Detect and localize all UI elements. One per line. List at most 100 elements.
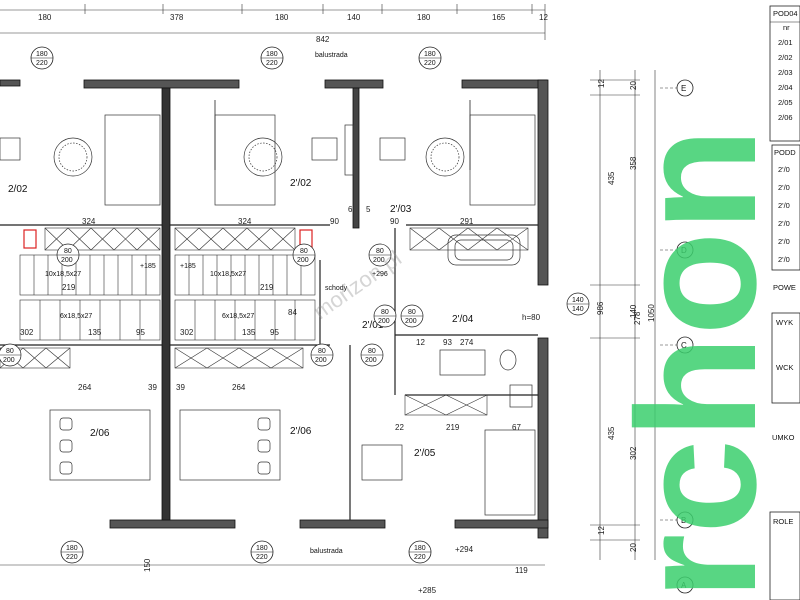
dim-right-140: 140: [629, 304, 638, 318]
dim-135-mid: 135: [242, 328, 256, 337]
dim-84: 84: [288, 308, 297, 317]
table2-row-0: 2'/0: [778, 165, 790, 174]
dim-274: 274: [460, 338, 474, 347]
room-2p-05: 2'/05: [414, 448, 436, 459]
window-tag-1-top: 180: [36, 51, 48, 58]
svg-text:200: 200: [61, 257, 73, 264]
table2-row-1: 2'/0: [778, 183, 790, 192]
svg-text:220: 220: [66, 554, 78, 561]
dim-67: 67: [512, 423, 521, 432]
wardrobes: [0, 227, 529, 416]
window-tag-3-bottom: 220: [424, 60, 436, 67]
room-2p-02: 2'/02: [290, 178, 312, 189]
legend-wck: WCK: [776, 363, 794, 372]
furniture: [0, 114, 536, 516]
svg-text:80: 80: [368, 348, 376, 355]
window-tags-top: 180 220 180 220 180 220 balustrada: [30, 46, 442, 70]
dim-219-right: 219: [446, 423, 460, 432]
bed-top-right: [469, 114, 536, 206]
bed-bottom-middle: [179, 409, 281, 481]
window-tag-2-bottom: 220: [266, 60, 278, 67]
window-tag-2-top: 180: [266, 51, 278, 58]
dim-right-358: 358: [629, 156, 638, 170]
dim-12: 12: [416, 338, 425, 347]
axis-D: D: [681, 246, 687, 255]
balustrade-label-bottom: balustrada: [310, 548, 343, 555]
table-row-0: nr: [783, 23, 790, 32]
dim-top-7: 12: [539, 13, 548, 22]
stair-level-2: +185: [180, 263, 196, 270]
svg-text:220: 220: [256, 554, 268, 561]
top-dimension-chain: 180 378 180 140 180 165 12 842: [0, 4, 548, 44]
dim-right-20-bottom: 20: [629, 543, 638, 552]
bed-top-middle: [214, 114, 276, 206]
level-294: +294: [455, 545, 474, 554]
svg-text:200: 200: [405, 318, 417, 325]
dim-219-left: 219: [62, 283, 76, 292]
dim-219-mid: 219: [260, 283, 274, 292]
table-row-6: 2/06: [778, 113, 793, 122]
red-marker-left: [23, 229, 37, 249]
room-2-06: 2/06: [90, 428, 110, 439]
dim-119: 119: [515, 566, 528, 575]
legend-wyk: WYK: [776, 318, 793, 327]
dim-top-6: 165: [492, 13, 506, 22]
svg-text:80: 80: [376, 248, 384, 255]
dim-5: 5: [366, 205, 371, 214]
dim-324-mid: 324: [238, 217, 252, 226]
window-tag-3-top: 180: [424, 51, 436, 58]
table2-row-4: 2'/0: [778, 237, 790, 246]
svg-text:180: 180: [414, 545, 426, 552]
bathtub: [447, 234, 521, 266]
stair-label-1: 10x18,5x27: [45, 271, 81, 278]
dim-right-435-top: 435: [607, 171, 616, 185]
svg-text:80: 80: [408, 309, 416, 316]
axis-C: C: [681, 341, 687, 350]
svg-text:140: 140: [572, 306, 584, 313]
svg-text:220: 220: [414, 554, 426, 561]
dim-90-a: 90: [330, 217, 339, 226]
stair-level-3: +296: [372, 271, 388, 278]
dim-right-1050: 1050: [647, 304, 656, 322]
dim-top-4: 140: [347, 13, 361, 22]
table-header: POD04: [773, 9, 798, 18]
dim-90-b: 90: [390, 217, 399, 226]
washbasin: [439, 349, 486, 376]
dim-right-278: 278: [633, 311, 642, 325]
stair-label-4: 6x18,5x27: [222, 313, 254, 320]
table2-header: PODD: [774, 148, 796, 157]
room-2p-06: 2'/06: [290, 426, 312, 437]
table-row-1: 2/01: [778, 38, 793, 47]
stairs: [19, 254, 316, 341]
legend-umk: UMKO: [772, 433, 795, 442]
washing-machine: [509, 384, 533, 408]
stair-label-2: 10x18,5x27: [210, 271, 246, 278]
dim-302-left: 302: [20, 328, 34, 337]
room-2p-03: 2'/03: [390, 204, 412, 215]
svg-text:200: 200: [373, 257, 385, 264]
stair-labels: 10x18,5x27 10x18,5x27 6x18,5x27 6x18,5x2…: [45, 263, 388, 320]
dim-top-3: 180: [275, 13, 289, 22]
svg-text:80: 80: [318, 348, 326, 355]
dim-right-12-top: 12: [597, 79, 606, 88]
legend-pow: POWE: [773, 283, 796, 292]
legend-rol: ROLE: [773, 517, 793, 526]
dim-264-left: 264: [78, 383, 92, 392]
table-row-4: 2/04: [778, 83, 793, 92]
dim-top-5: 180: [417, 13, 431, 22]
axis-B: B: [681, 516, 686, 525]
dim-total: 842: [316, 35, 330, 44]
svg-text:80: 80: [381, 309, 389, 316]
dim-22: 22: [395, 423, 404, 432]
table-row-3: 2/03: [778, 68, 793, 77]
svg-text:80: 80: [64, 248, 72, 255]
svg-text:200: 200: [378, 318, 390, 325]
stair-level-1: +185: [140, 263, 156, 270]
dim-right-435-bottom: 435: [607, 426, 616, 440]
outer-walls: [0, 79, 549, 539]
svg-text:80: 80: [300, 248, 308, 255]
legend-table: POD04 nr 2/01 2/02 2/03 2/04 2/05 2/06 P…: [769, 5, 800, 600]
watermark-text: rchon: [602, 128, 792, 600]
